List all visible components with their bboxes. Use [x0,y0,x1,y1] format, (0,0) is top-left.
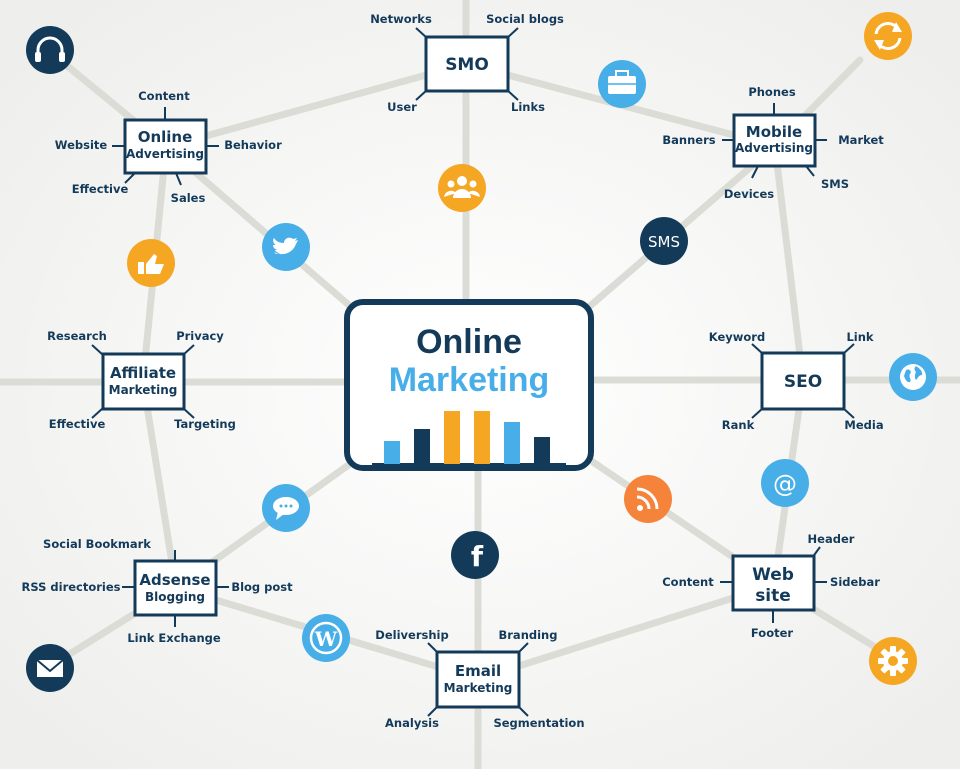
adsense-box [133,559,218,617]
center-bar-3 [444,411,460,464]
wordpress-icon: W [302,614,350,662]
adsense-label-blog-post: Blog post [231,580,293,594]
website-box [731,554,816,612]
center-bar-5 [504,422,520,464]
headphones-icon [26,26,74,74]
seo-label-media: Media [844,418,883,432]
center-title-line2: Marketing [389,361,550,399]
email-label-segmentation: Segmentation [493,716,584,730]
smo-box [424,35,510,93]
adsense-label-social-bookmark: Social Bookmark [43,537,151,551]
at-icon: @ [761,459,809,507]
center-bar-6 [534,437,550,464]
affiliate-box [101,352,186,411]
seo-label-rank: Rank [722,418,755,432]
mail-icon [26,644,74,692]
website-label-sidebar: Sidebar [830,575,880,589]
node-website: Web site Header Content Sidebar Footer [662,532,880,640]
mobile-label-phones: Phones [748,85,796,99]
adsense-label-rss-directories: RSS directories [21,580,120,594]
mobile-box [732,113,817,168]
mobile-title1: Mobile [746,123,802,141]
chat-icon [262,484,310,532]
mobile-label-banners: Banners [662,133,715,147]
center-bar-2 [414,429,430,464]
center-bar-4 [474,411,490,464]
online-adv-ticks [112,107,219,186]
gear-icon [869,637,917,685]
seo-label-link: Link [846,330,873,344]
briefcase-icon [598,60,646,108]
email-box [435,650,521,709]
adsense-title1: Adsense [139,571,210,589]
online-adv-label-sales: Sales [171,191,206,205]
group-icon [438,164,486,212]
website-label-content: Content [662,575,714,589]
affiliate-label-research: Research [47,329,107,343]
node-adsense-blogging: Adsense Blogging Social Bookmark RSS dir… [21,537,293,645]
adsense-title2: Blogging [145,590,205,604]
online-adv-label-website: Website [55,138,108,152]
online-adv-box [123,118,208,175]
email-title2: Marketing [444,681,513,695]
svg-text:SMS: SMS [648,233,680,251]
smo-label-social-blogs: Social blogs [486,12,564,26]
email-label-delivership: Delivership [375,628,448,642]
svg-text:f: f [471,540,484,573]
smo-label-links: Links [511,100,545,114]
affiliate-title2: Marketing [109,383,178,397]
center-online-marketing: Online Marketing [344,299,594,471]
email-label-analysis: Analysis [385,716,439,730]
online-adv-title2: Advertising [126,147,204,161]
smo-label-user: User [387,100,417,114]
mobile-title2: Advertising [735,141,813,155]
facebook-icon: f [451,531,499,579]
mobile-label-devices: Devices [724,187,774,201]
node-email-marketing: Email Marketing Delivership Branding Ana… [375,628,584,730]
online-adv-label-content: Content [138,89,190,103]
center-bar-1 [384,441,400,464]
node-mobile-advertising: Mobile Advertising Phones Banners Market… [662,85,884,201]
node-online-advertising: Online Advertising Content Website Behav… [55,89,282,205]
website-title1: Web [752,565,794,585]
affiliate-title1: Affiliate [110,364,176,382]
node-seo: SEO Keyword Link Rank Media [709,330,884,432]
online-adv-label-behavior: Behavior [224,138,282,152]
node-smo: SMO Networks Social blogs User Links [370,12,564,114]
smo-label-networks: Networks [370,12,432,26]
center-title-line1: Online [416,323,522,361]
globe-icon [889,353,937,401]
thumbs-up-icon [127,239,175,287]
seo-title: SEO [784,372,822,392]
website-label-header: Header [808,532,855,546]
twitter-icon [262,223,310,271]
sms-icon: SMS [640,217,688,265]
affiliate-label-privacy: Privacy [176,329,224,343]
mobile-label-market: Market [838,133,884,147]
svg-text:W: W [314,627,338,651]
mobile-label-sms: SMS [821,177,849,191]
seo-label-keyword: Keyword [709,330,765,344]
affiliate-label-effective: Effective [49,417,106,431]
online-adv-title1: Online [138,128,193,146]
rss-icon [624,475,672,523]
email-title1: Email [455,662,501,680]
seo-box [760,351,846,411]
node-affiliate-marketing: Affiliate Marketing Research Privacy Eff… [47,329,236,431]
adsense-ticks [122,550,229,627]
sync-icon [864,12,912,60]
email-label-branding: Branding [499,628,558,642]
center-box [344,299,594,471]
affiliate-label-targeting: Targeting [174,417,236,431]
smo-title: SMO [445,55,489,75]
online-adv-label-effective: Effective [72,182,129,196]
adsense-label-link-exchange: Link Exchange [127,631,221,645]
website-label-footer: Footer [751,626,793,640]
svg-text:@: @ [773,470,797,498]
website-title2: site [755,586,791,606]
mobile-ticks [722,103,827,179]
